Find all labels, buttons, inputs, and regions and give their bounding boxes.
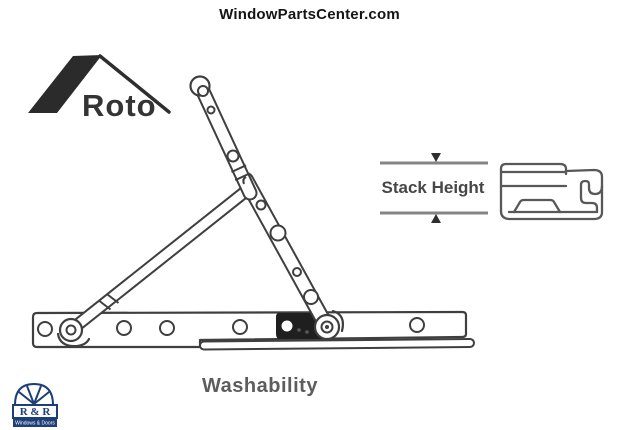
washability-caption: Washability bbox=[202, 375, 318, 397]
hinge-track bbox=[31, 310, 475, 351]
roto-wordmark: Roto bbox=[82, 88, 157, 123]
arrow-down-icon bbox=[431, 153, 441, 162]
rr-logo-tagline: Windows & Doors bbox=[15, 421, 55, 427]
roto-roof-icon bbox=[28, 54, 171, 114]
hinge-profile-icon bbox=[499, 162, 604, 221]
arrow-up-icon bbox=[431, 214, 441, 223]
hinge-rail bbox=[199, 338, 475, 351]
stack-height-label: Stack Height bbox=[381, 178, 485, 197]
rr-logo: R & R Windows & Doors bbox=[12, 382, 58, 427]
support-arm bbox=[56, 184, 253, 348]
track-holes bbox=[37, 317, 425, 337]
rr-logo-name: R & R bbox=[20, 406, 52, 418]
dimension-lines bbox=[380, 153, 488, 223]
sash-arm-lower bbox=[238, 172, 345, 341]
page-title: WindowPartsCenter.com bbox=[219, 6, 400, 23]
arch-window-icon bbox=[13, 382, 55, 406]
sash-arm-upper bbox=[189, 75, 258, 201]
